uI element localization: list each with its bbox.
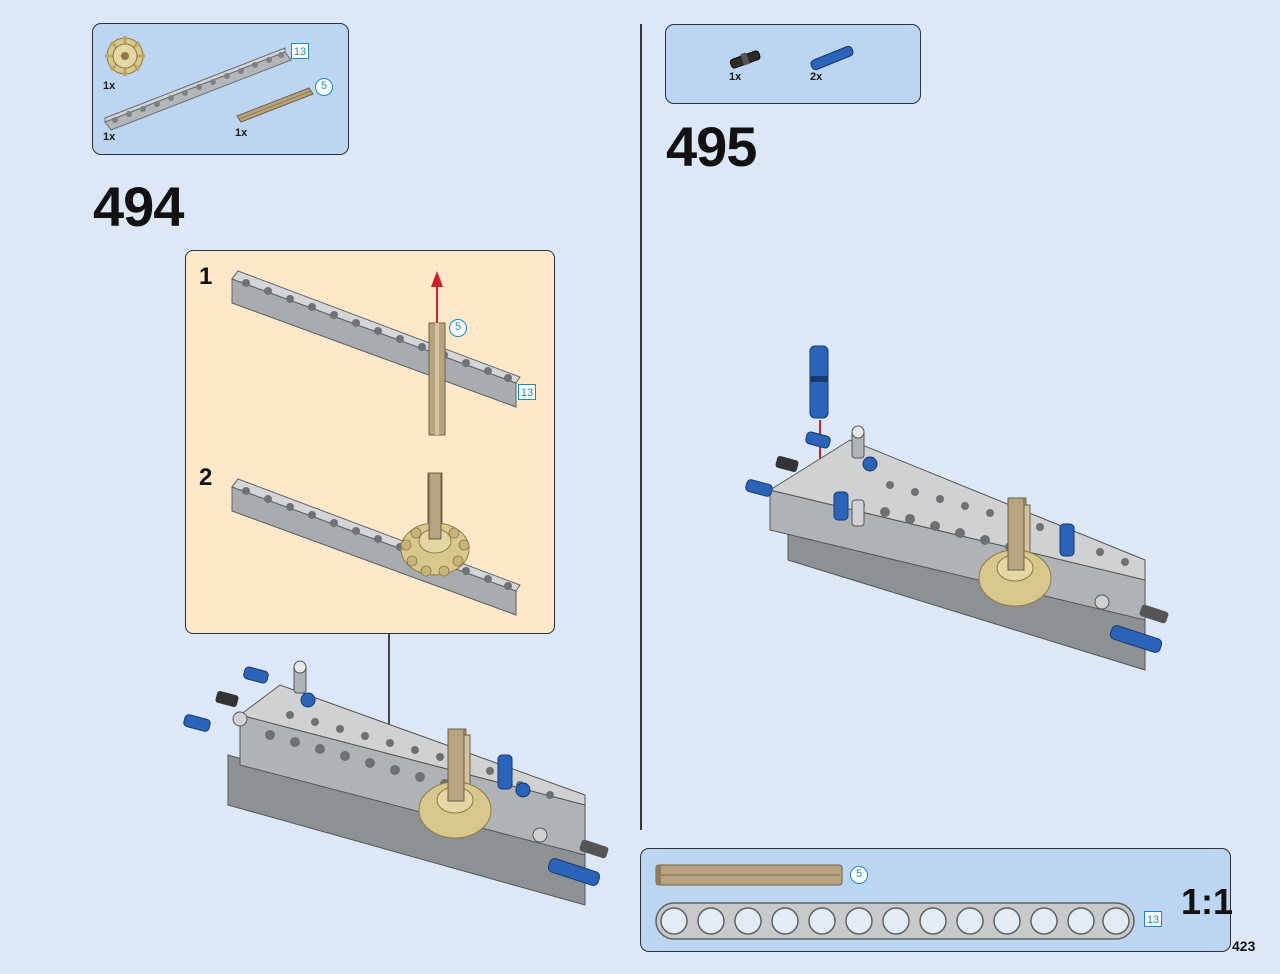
substep2-gear-assembly [400, 472, 470, 577]
step-number-494: 494 [93, 175, 184, 238]
beam-length-marker: 13 [291, 43, 309, 59]
gear-qty: 1x [103, 80, 116, 92]
page-number: 423 [1232, 938, 1256, 954]
beam-icon [104, 47, 292, 131]
scale-beam-length: 13 [1144, 911, 1162, 927]
beam-qty: 1x [103, 131, 116, 143]
parts-list-495: 1x 2x [665, 24, 921, 104]
step-number-495: 495 [666, 115, 757, 178]
scale-axle [655, 864, 843, 886]
gear-icon [105, 36, 145, 76]
substep-number-1: 1 [199, 263, 213, 290]
model-494 [183, 660, 609, 906]
substep-number-2: 2 [199, 464, 213, 491]
scale-reference-box: 5 13 1:1 [640, 848, 1234, 952]
axle-icon [236, 87, 314, 123]
axle-qty: 1x [235, 127, 248, 139]
black-pin-qty: 1x [729, 71, 742, 83]
scale-ratio-label: 1:1 [1181, 881, 1234, 922]
model-495 [745, 345, 1169, 671]
blue-pin-qty: 2x [810, 71, 823, 83]
scale-axle-length: 5 [850, 866, 868, 884]
substep1-axle-length: 5 [449, 319, 467, 337]
axle-length-marker: 5 [315, 78, 333, 96]
parts-list-494: 1x 13 1x 5 1x [92, 23, 349, 155]
substep-box: 1 2 5 13 [185, 250, 555, 634]
substep1-axle [428, 271, 446, 436]
scale-beam [655, 902, 1135, 940]
substep1-beam-length: 13 [518, 384, 536, 400]
substep2-beam [231, 478, 521, 616]
blue-pin-icon [810, 45, 854, 71]
substep1-beam [231, 270, 521, 408]
page-divider [640, 24, 642, 830]
black-pin-icon [729, 50, 761, 69]
